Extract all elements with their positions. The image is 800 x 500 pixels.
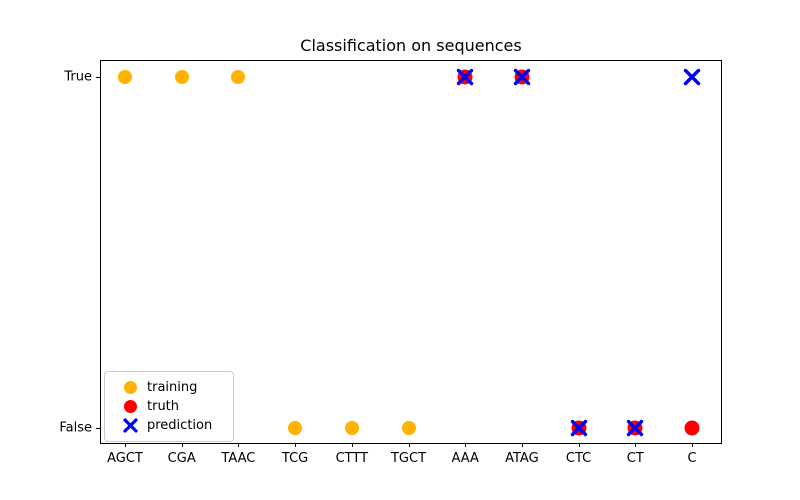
data-point-prediction-C <box>683 68 701 86</box>
chart-title: Classification on sequences <box>300 36 522 55</box>
x-tick-label: CTC <box>565 451 592 466</box>
legend-item-truth: truth <box>113 397 225 416</box>
legend-label: prediction <box>147 418 213 433</box>
legend-item-prediction: prediction <box>113 416 225 435</box>
y-tick-label: True <box>64 69 92 85</box>
data-point-training-TCG <box>288 421 303 435</box>
data-point-prediction-ATAG <box>513 68 531 86</box>
x-tick-label: CT <box>626 451 644 466</box>
x-axis-tick <box>522 443 523 447</box>
x-tick-label: AAA <box>451 451 479 466</box>
x-axis-tick <box>409 443 410 447</box>
legend-label: truth <box>147 399 180 414</box>
circle-marker-icon <box>113 400 147 413</box>
x-tick-label: CGA <box>167 451 196 466</box>
legend: training truth prediction <box>104 371 234 442</box>
data-point-training-CTTT <box>344 421 359 435</box>
x-axis-tick <box>295 443 296 447</box>
data-point-prediction-CT <box>627 419 644 437</box>
y-axis-tick <box>96 428 100 429</box>
x-tick-label: ATAG <box>505 451 539 466</box>
x-axis-tick <box>125 443 126 447</box>
x-tick-label: TCG <box>281 451 309 466</box>
data-point-training-TGCT <box>401 421 416 435</box>
x-axis-tick <box>692 443 693 447</box>
x-axis-tick <box>238 443 239 447</box>
x-axis-tick <box>635 443 636 447</box>
data-point-training-AGCT <box>118 70 132 84</box>
circle-marker-icon <box>113 381 147 394</box>
x-tick-label: C <box>687 451 697 466</box>
data-point-training-TAAC <box>231 70 246 84</box>
x-axis-tick <box>465 443 466 447</box>
x-tick-label: TGCT <box>390 451 427 466</box>
legend-item-training: training <box>113 378 225 397</box>
x-tick-label: CTTT <box>335 451 369 466</box>
x-axis-tick <box>352 443 353 447</box>
data-point-prediction-CTC <box>570 419 587 437</box>
x-axis-tick <box>579 443 580 447</box>
data-point-training-CGA <box>174 70 189 84</box>
y-tick-label: False <box>59 420 92 436</box>
x-axis-tick <box>182 443 183 447</box>
x-tick-label: AGCT <box>107 451 143 466</box>
y-axis-tick <box>96 77 100 78</box>
x-tick-label: TAAC <box>221 451 256 466</box>
data-point-truth-C <box>684 420 700 436</box>
x-marker-icon <box>113 418 147 433</box>
data-point-prediction-AAA <box>456 68 474 86</box>
legend-label: training <box>147 380 198 395</box>
